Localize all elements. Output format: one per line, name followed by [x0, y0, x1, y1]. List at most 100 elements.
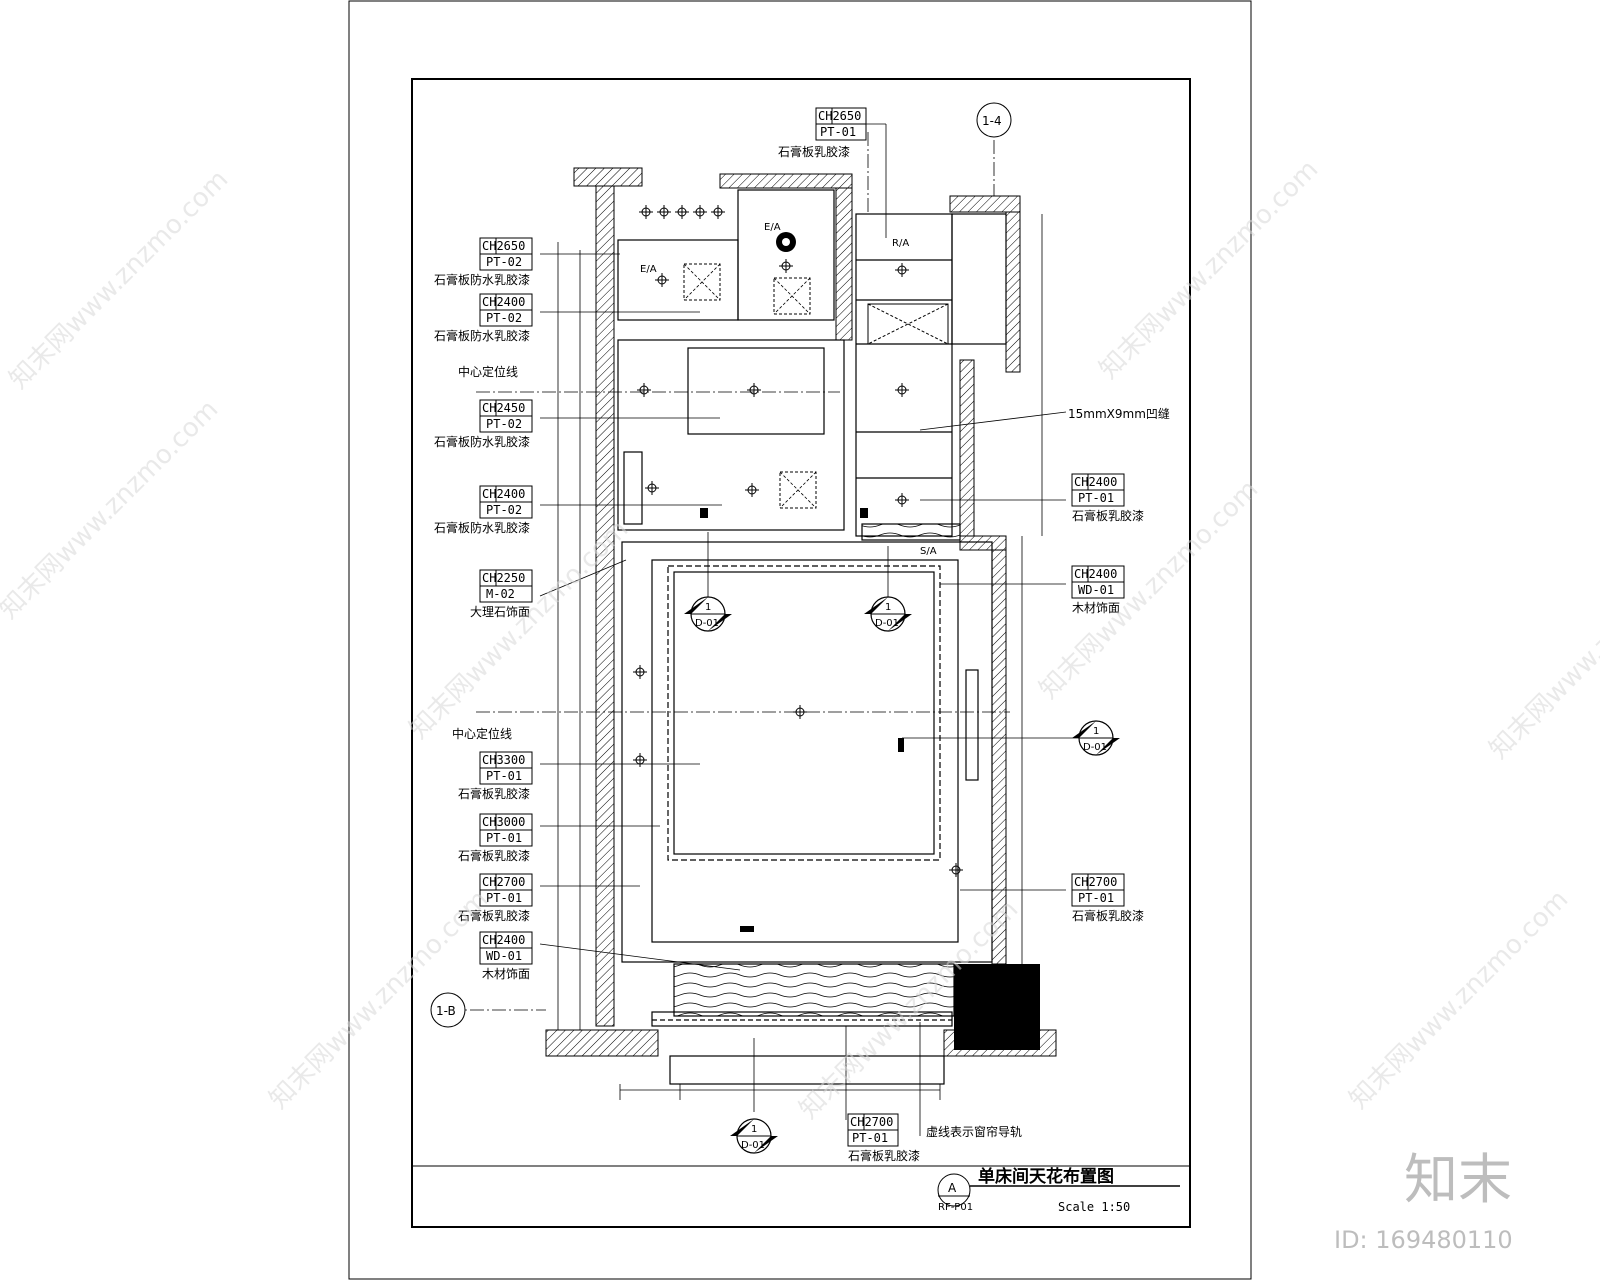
- detail-marker-num: 1: [885, 602, 891, 613]
- dimension-lines: [557, 214, 1043, 1100]
- grid-bubble-top: 1-4: [976, 102, 1012, 138]
- left-tag-finish: PT-02: [486, 311, 522, 325]
- bottom-tag-finish: PT-01: [852, 1131, 888, 1145]
- left-tag-desc: 大理石饰面: [470, 605, 530, 619]
- grid-bubble-left: 1-B: [430, 992, 466, 1028]
- left-tag-finish: PT-02: [486, 503, 522, 517]
- slot-note: 15mmX9mm凹缝: [1068, 406, 1170, 421]
- left-tag-code: CH2650: [482, 239, 525, 253]
- left-tag-code: CH2400: [482, 933, 525, 947]
- bottom-tag: CH2700 PT-01 石膏板乳胶漆: [847, 1113, 920, 1163]
- inner-frame: [411, 78, 1191, 1228]
- detail-marker-0: 1D-01: [683, 596, 733, 632]
- ceiling-fixtures: [632, 204, 964, 932]
- left-tag-code: CH3000: [482, 815, 525, 829]
- left-tag-code: CH2250: [482, 571, 525, 585]
- detail-marker-num: 1: [751, 1124, 757, 1135]
- svg-text:知末网www.znzmo.com: 知末网www.znzmo.com: [1344, 884, 1575, 1115]
- bottom-tag-desc: 石膏板乳胶漆: [848, 1148, 920, 1163]
- leader-lines: [539, 123, 1094, 1136]
- left-tag-finish: WD-01: [486, 949, 522, 963]
- right-tag-desc: 石膏板乳胶漆: [1072, 908, 1144, 923]
- ea-note-1: E/A: [764, 222, 781, 233]
- left-tag-desc: 石膏板乳胶漆: [458, 848, 530, 863]
- ea-note-2: E/A: [640, 264, 657, 275]
- center-line-note-2: 中心定位线: [452, 726, 512, 741]
- detail-marker-ref: D-01: [695, 618, 719, 629]
- left-tag-finish: PT-01: [486, 831, 522, 845]
- watermark-id: ID: 169480110: [1334, 1226, 1513, 1254]
- svg-text:1-B: 1-B: [436, 1004, 456, 1018]
- right-tag-finish: PT-01: [1078, 491, 1114, 505]
- right-tag-code: CH2400: [1074, 475, 1117, 489]
- left-tag-desc: 石膏板乳胶漆: [458, 908, 530, 923]
- left-tag-code: CH2450: [482, 401, 525, 415]
- right-tag-code: CH2700: [1074, 875, 1117, 889]
- title-block: A RF-P01 单床间天花布置图 Scale 1:50: [937, 1166, 1180, 1214]
- left-tag-desc: 石膏板防水乳胶漆: [434, 272, 530, 287]
- ra-note: R/A: [892, 238, 909, 249]
- detail-marker-2: 1D-01: [1071, 720, 1121, 756]
- sheet-border: [348, 0, 1252, 1280]
- curtain-note: 虚线表示窗帘导轨: [926, 1124, 1022, 1139]
- left-tag-finish: PT-02: [486, 255, 522, 269]
- detail-marker-3: 1D-01: [729, 1118, 779, 1154]
- top-tag-finish: PT-01: [820, 125, 856, 139]
- svg-text:知末网www.znzmo.com: 知末网www.znzmo.com: [0, 394, 224, 625]
- right-tag-code: CH2400: [1074, 567, 1117, 581]
- title-symbol-sheet: RF-P01: [938, 1202, 973, 1213]
- room-outlines: [617, 189, 1007, 1085]
- drawing-title: 单床间天花布置图: [978, 1166, 1114, 1187]
- left-tags: CH2650PT-02石膏板防水乳胶漆CH2400PT-02石膏板防水乳胶漆CH…: [434, 237, 533, 981]
- top-tag: CH2650 PT-01 石膏板乳胶漆: [778, 107, 867, 159]
- detail-marker-num: 1: [705, 602, 711, 613]
- svg-text:知末网www.znzmo.com: 知末网www.znzmo.com: [4, 164, 235, 395]
- right-tag-desc: 石膏板乳胶漆: [1072, 508, 1144, 523]
- svg-text:知末网www.znzmo.com: 知末网www.znzmo.com: [1484, 534, 1600, 765]
- right-tag-finish: WD-01: [1078, 583, 1114, 597]
- svg-text:知末网www.znzmo.com: 知末网www.znzmo.com: [1094, 154, 1325, 385]
- top-tag-code: CH2650: [818, 109, 861, 123]
- detail-marker-ref: D-01: [875, 618, 899, 629]
- left-tag-desc: 石膏板乳胶漆: [458, 786, 530, 801]
- detail-marker-num: 1: [1093, 726, 1099, 737]
- left-tag-code: CH2400: [482, 487, 525, 501]
- left-tag-desc: 石膏板防水乳胶漆: [434, 520, 530, 535]
- left-tag-finish: PT-01: [486, 891, 522, 905]
- left-tag-finish: M-02: [486, 587, 515, 601]
- left-tag-finish: PT-02: [486, 417, 522, 431]
- left-tag-code: CH3300: [482, 753, 525, 767]
- right-tag-finish: PT-01: [1078, 891, 1114, 905]
- left-tag-desc: 石膏板防水乳胶漆: [434, 434, 530, 449]
- center-lines: [448, 132, 1010, 1011]
- detail-marker-ref: D-01: [1083, 742, 1107, 753]
- right-tags: CH2400PT-01石膏板乳胶漆CH2400WD-01木材饰面CH2700PT…: [1071, 473, 1144, 923]
- walls: [545, 167, 1057, 1057]
- title-symbol-letter: A: [948, 1181, 957, 1195]
- detail-marker-1: 1D-01: [863, 596, 913, 632]
- left-tag-desc: 木材饰面: [482, 967, 530, 981]
- detail-marker-ref: D-01: [741, 1140, 765, 1151]
- drawing-scale: Scale 1:50: [1058, 1200, 1130, 1214]
- left-tag-finish: PT-01: [486, 769, 522, 783]
- top-tag-desc: 石膏板乳胶漆: [778, 144, 850, 159]
- left-tag-code: CH2400: [482, 295, 525, 309]
- center-line-note-1: 中心定位线: [458, 364, 518, 379]
- sa-note: S/A: [920, 546, 937, 557]
- svg-text:知末网www.znzmo.com: 知末网www.znzmo.com: [1034, 474, 1265, 705]
- watermark-logo: 知末: [1404, 1148, 1512, 1211]
- bottom-tag-code: CH2700: [850, 1115, 893, 1129]
